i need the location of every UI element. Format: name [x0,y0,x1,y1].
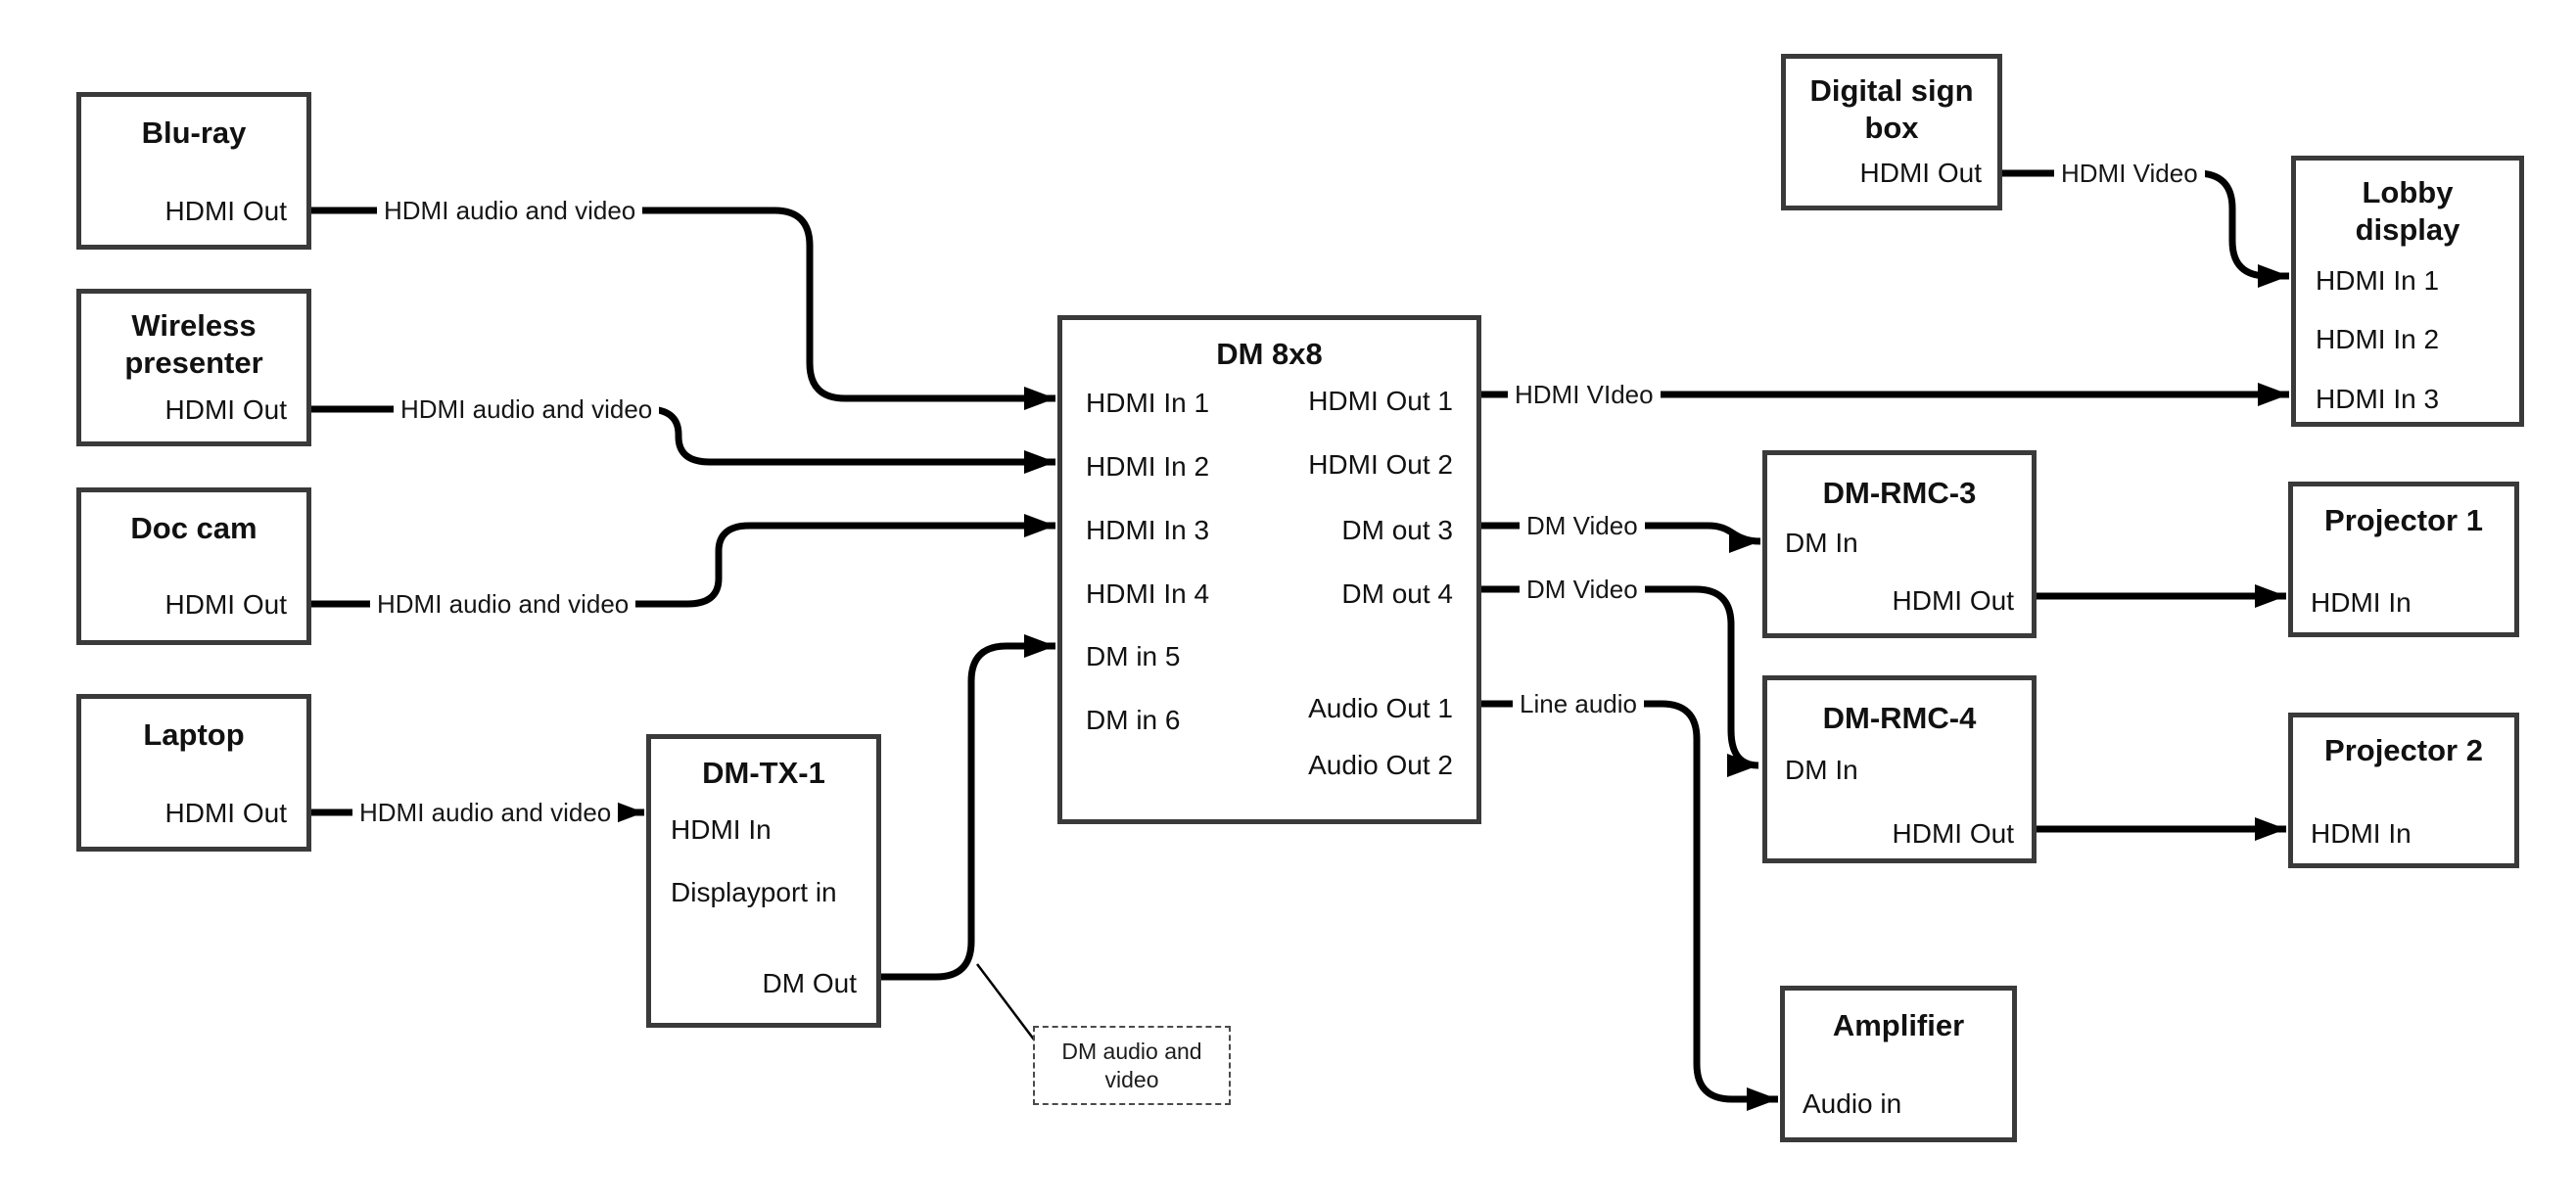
wire-label-hdmi-video-out1: HDMI VIdeo [1508,379,1661,410]
port-hdmi-in-3: HDMI In 3 [2316,384,2440,414]
wire-doccam-to-dm8x8-in3 [311,514,1055,608]
wire-label-hdmi-audio-video-2: HDMI audio and video [394,393,660,425]
port-hdmi-in-2: HDMI In 2 [2316,324,2440,354]
node-wireless-presenter: Wireless presenter HDMI Out [76,289,311,446]
wire-dm8x8-out4-to-rmc4 [1480,585,1759,777]
wire-dm8x8-out3-to-rmc3 [1480,522,1761,553]
node-blu-ray: Blu-ray HDMI Out [76,92,311,250]
node-title: Doc cam [130,511,258,545]
node-dm-tx-1: DM-TX-1 HDMI In Displayport in DM Out [646,734,881,1028]
node-title: Lobby display [2355,175,2460,247]
port-dm-out-3: DM out 3 [1341,515,1453,545]
node-digital-sign-box: Digital sign box HDMI Out [1781,54,2002,210]
port-dm-in: DM In [1785,755,1858,785]
wire-digitalsign-to-lobby-in1 [2002,169,2289,288]
port-dm-out: DM Out [762,968,857,998]
port-hdmi-in: HDMI In [2311,587,2412,618]
port-dm-out-4: DM out 4 [1341,578,1453,609]
wire-label-hdmi-audio-video-3: HDMI audio and video [370,588,636,620]
callout-leader-line [976,963,1035,1040]
port-hdmi-in-1: HDMI In 1 [1086,388,1210,418]
port-hdmi-out: HDMI Out [164,196,287,226]
node-title: Blu-ray [141,115,247,150]
node-projector-1: Projector 1 HDMI In [2288,482,2519,637]
port-hdmi-out: HDMI Out [1892,585,2014,616]
wire-label-hdmi-video: HDMI Video [2054,158,2205,189]
node-title: Projector 1 [2324,503,2483,537]
port-audio-in: Audio in [1803,1088,1902,1119]
port-hdmi-out-2: HDMI Out 2 [1308,449,1453,480]
wire-label-dm-video-1: DM Video [1520,510,1645,541]
port-hdmi-out: HDMI Out [164,798,287,828]
port-dm-in-6: DM in 6 [1086,705,1181,735]
callout-dm-audio-and-video: DM audio and video [1033,1026,1231,1105]
node-amplifier: Amplifier Audio in [1780,986,2017,1142]
port-hdmi-in: HDMI In [671,814,772,845]
wire-label-hdmi-audio-video-1: HDMI audio and video [377,195,643,226]
port-hdmi-in-3: HDMI In 3 [1086,515,1210,545]
node-title: DM-RMC-3 [1822,476,1977,510]
wire-dmtx1-to-dm8x8-in5 [881,634,1055,981]
node-title: Amplifier [1832,1008,1965,1042]
port-audio-out-1: Audio Out 1 [1308,693,1453,723]
port-hdmi-in-1: HDMI In 1 [2316,265,2440,296]
port-displayport-in: Displayport in [671,877,837,907]
port-hdmi-out-1: HDMI Out 1 [1308,386,1453,416]
node-title: DM-TX-1 [702,756,825,790]
node-title: Projector 2 [2324,733,2483,767]
port-hdmi-out: HDMI Out [1892,818,2014,849]
port-hdmi-out: HDMI Out [1859,158,1982,188]
node-dm-rmc-3: DM-RMC-3 DM In HDMI Out [1762,450,2037,638]
port-dm-in: DM In [1785,528,1858,558]
node-title: DM-RMC-4 [1822,701,1977,735]
port-dm-in-5: DM in 5 [1086,641,1181,671]
callout-text: DM audio and video [1061,1038,1202,1092]
port-hdmi-out: HDMI Out [164,394,287,425]
node-laptop: Laptop HDMI Out [76,694,311,852]
wire-label-hdmi-audio-video-4: HDMI audio and video [352,797,619,828]
wire-label-dm-video-2: DM Video [1520,574,1645,605]
node-dm-8x8: DM 8x8 HDMI In 1 HDMI In 2 HDMI In 3 HDM… [1057,315,1481,824]
node-doc-cam: Doc cam HDMI Out [76,487,311,645]
node-dm-rmc-4: DM-RMC-4 DM In HDMI Out [1762,675,2037,863]
wire-wireless-to-dm8x8-in2 [311,405,1055,474]
port-hdmi-in-2: HDMI In 2 [1086,451,1210,482]
node-title: Laptop [143,717,245,752]
node-title: Digital sign box [1809,73,1974,145]
port-hdmi-in: HDMI In [2311,818,2412,849]
wire-label-line-audio: Line audio [1513,688,1644,719]
node-projector-2: Projector 2 HDMI In [2288,713,2519,868]
port-hdmi-out: HDMI Out [164,589,287,620]
port-hdmi-in-4: HDMI In 4 [1086,578,1210,609]
wire-dm8x8-audio1-to-amplifier [1480,700,1778,1111]
node-title: Wireless presenter [124,308,263,380]
port-audio-out-2: Audio Out 2 [1308,750,1453,780]
node-lobby-display: Lobby display HDMI In 1 HDMI In 2 HDMI I… [2291,156,2524,427]
wire-bluray-to-dm8x8-in1 [311,207,1055,410]
node-title: DM 8x8 [1216,337,1323,371]
